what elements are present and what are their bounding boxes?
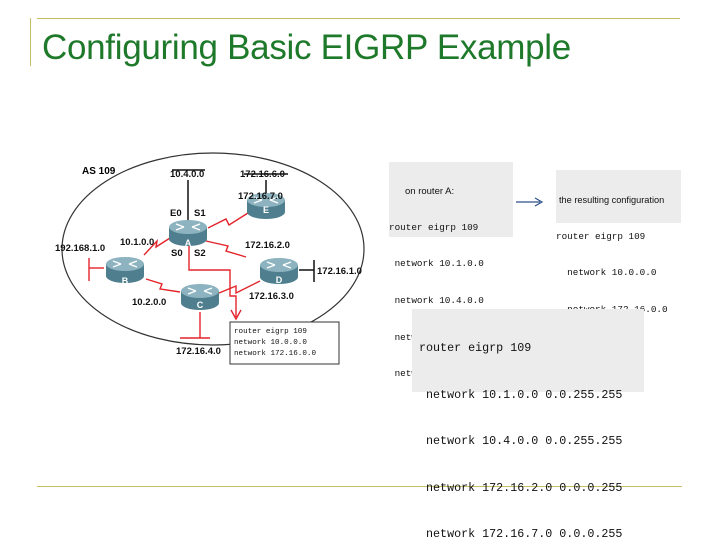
right-arrow-icon (516, 197, 544, 207)
as-label: AS 109 (82, 166, 116, 177)
wildcard-panel-line: network 172.16.7.0 0.0.0.255 (412, 527, 623, 541)
router-e-label: E (263, 205, 269, 215)
slide-title: Configuring Basic EIGRP Example (42, 28, 571, 67)
result-panel-line: router eigrp 109 (556, 230, 646, 242)
link-a-b (143, 237, 171, 256)
link-b-c (145, 278, 181, 293)
router-a-panel-line: network 10.1.0.0 (389, 258, 484, 270)
if-s1-label: S1 (194, 208, 206, 219)
net-10-2-label: 10.2.0.0 (132, 297, 166, 308)
router-a-panel-line: network 10.4.0.0 (389, 295, 484, 307)
router-c-label: C (197, 300, 204, 310)
wildcard-panel-line: router eigrp 109 (412, 341, 532, 355)
router-d-label: D (276, 275, 283, 285)
if-s2-label: S2 (194, 248, 206, 259)
if-s0-label: S0 (171, 248, 183, 259)
router-b-label: B (122, 276, 129, 286)
wildcard-config-panel: router eigrp 109 network 10.1.0.0 0.0.25… (412, 309, 644, 541)
router-a-panel-line: router eigrp 109 (389, 221, 479, 233)
wildcard-panel-line: network 10.4.0.0 0.0.255.255 (412, 434, 623, 448)
net-172-16-2-label: 172.16.2.0 (245, 240, 290, 251)
net-172-16-4-label: 172.16.4.0 (176, 346, 221, 357)
link-a-e (207, 212, 249, 229)
bottom-accent-rule (37, 486, 682, 487)
net-10-4-label: 10.4.0.0 (170, 169, 204, 180)
callout-arrow (188, 245, 237, 317)
result-panel-header: the resulting configuration (559, 195, 665, 206)
net-192-168-1-label: 192.168.1.0 (55, 243, 105, 254)
net-172-16-7-label: 172.16.7.0 (238, 191, 283, 202)
result-panel-line: network 10.0.0.0 (556, 267, 657, 279)
callout-line-2: network 10.0.0.0 (234, 339, 307, 347)
net-172-16-6-label: 172.16.6.0 (240, 169, 285, 180)
left-accent-rule (30, 18, 31, 66)
net-172-16-1-label: 172.16.1.0 (317, 266, 362, 277)
wildcard-panel-line: network 10.1.0.0 0.0.255.255 (412, 387, 623, 402)
net-10-1-label: 10.1.0.0 (120, 237, 154, 248)
router-a-config-panel: on router A: router eigrp 109 network 10… (389, 162, 513, 379)
router-a-panel-header: on router A: (405, 186, 455, 198)
wildcard-panel-line: network 172.16.2.0 0.0.0.255 (412, 480, 623, 495)
router-a-label: A (185, 238, 192, 248)
network-diagram: AS 109 A E B C D 10.4.0.0 172.16.6 (55, 152, 365, 365)
link-a-d (205, 240, 247, 258)
callout-line-3: network 172.16.0.0 (234, 350, 316, 358)
net-172-16-3-label: 172.16.3.0 (249, 291, 294, 302)
callout-box (229, 321, 340, 365)
result-config-panel: the resulting configuration router eigrp… (556, 170, 681, 315)
link-c-d (218, 280, 261, 295)
callout-arrowhead (230, 309, 242, 321)
as-boundary (61, 152, 365, 346)
if-e0-label: E0 (170, 208, 182, 219)
top-accent-rule (37, 18, 680, 19)
callout-line-1: router eigrp 109 (234, 328, 307, 336)
